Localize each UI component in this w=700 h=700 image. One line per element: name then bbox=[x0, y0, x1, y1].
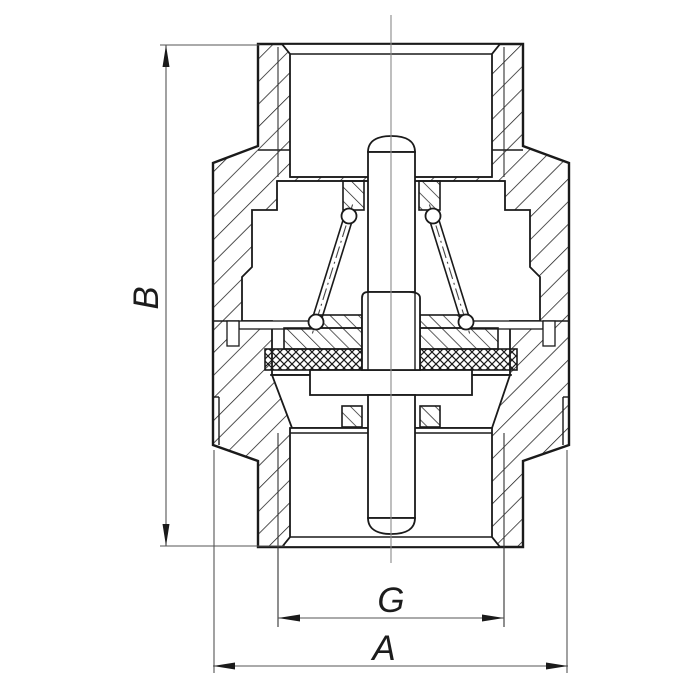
stem-guide-lower-right bbox=[419, 405, 441, 428]
arrowhead-right bbox=[546, 662, 568, 670]
hinge-link-left bbox=[310, 204, 355, 334]
pivot-balls bbox=[307, 207, 475, 331]
arrowhead-up bbox=[162, 45, 170, 67]
arrowhead-right bbox=[482, 614, 504, 622]
stem-guide-upper-left bbox=[342, 180, 365, 211]
disc-gasket-left bbox=[264, 348, 363, 371]
thread-lines bbox=[277, 47, 505, 627]
disc-body-right bbox=[419, 327, 499, 350]
stem-guide-lower-left bbox=[341, 405, 363, 428]
disc-gasket-right bbox=[419, 348, 518, 371]
dimension-label-a: A bbox=[370, 629, 395, 668]
link-axis-line bbox=[311, 204, 354, 334]
dimension-a: A bbox=[213, 450, 568, 673]
arrowhead-left bbox=[213, 662, 235, 670]
pivot-ball bbox=[340, 207, 358, 225]
stem-guides bbox=[341, 180, 441, 428]
body-joint-notch-left bbox=[226, 320, 240, 347]
disc-body-left bbox=[283, 327, 363, 350]
link-axis-line bbox=[428, 204, 471, 334]
pivot-ball bbox=[424, 207, 442, 225]
body-joint-notch-right bbox=[542, 320, 556, 347]
pivot-ball bbox=[457, 313, 475, 331]
arrowhead-down bbox=[162, 524, 170, 546]
seat-ring bbox=[226, 320, 556, 347]
dimension-label-b: B bbox=[127, 286, 166, 309]
dimension-g: G bbox=[278, 581, 504, 622]
pivot-ball bbox=[307, 313, 325, 331]
hinge-link-right bbox=[427, 204, 472, 334]
arrowhead-left bbox=[278, 614, 300, 622]
dimension-label-g: G bbox=[377, 581, 404, 620]
dimension-b: B bbox=[127, 44, 285, 547]
